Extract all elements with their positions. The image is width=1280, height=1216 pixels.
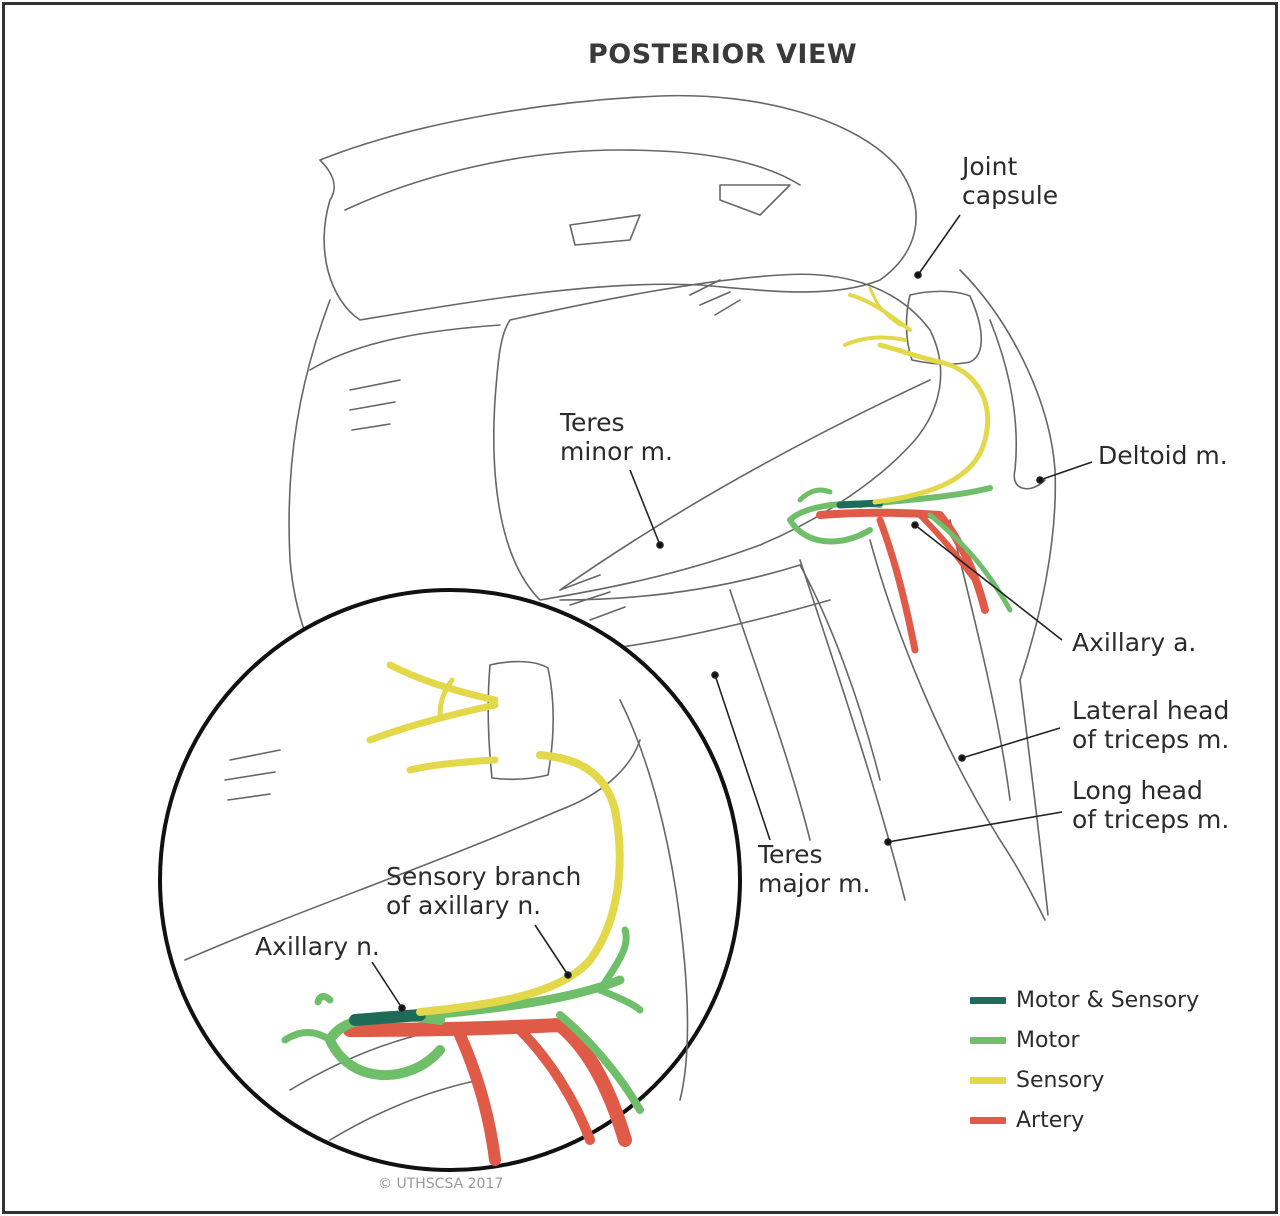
scapular-spine xyxy=(319,94,917,321)
inset-motor-2 xyxy=(556,1011,644,1114)
legend-label: Artery xyxy=(1016,1108,1085,1133)
motor-main-3 xyxy=(927,512,1013,613)
acromion-inner xyxy=(344,149,801,211)
acromion-notch-2 xyxy=(569,214,641,246)
legend-item-motor-sensory: Motor & Sensory xyxy=(970,988,1199,1013)
inset-motor-sensory xyxy=(349,1009,426,1026)
artery-main-2 xyxy=(876,516,919,654)
label-deltoid: Deltoid m. xyxy=(1098,441,1228,470)
label-sensory-branch: Sensory branch of axillary n. xyxy=(386,862,582,920)
teres-major-muscle xyxy=(559,564,881,781)
teres-minor-muscle xyxy=(493,273,942,601)
inset-motor-5 xyxy=(281,993,334,1044)
inset-sensory-branch-3 xyxy=(406,756,499,774)
label-joint-capsule: Joint capsule xyxy=(962,152,1059,210)
sensory-main xyxy=(872,342,991,505)
motor-main-4 xyxy=(797,487,833,503)
hatch-1 xyxy=(689,279,741,316)
inset-sensory xyxy=(416,751,624,1016)
inset-sensory-twig xyxy=(437,677,455,718)
inset-motor-4 xyxy=(596,986,644,1014)
inset-capsule xyxy=(487,660,555,781)
legend-item-motor: Motor xyxy=(970,1028,1080,1053)
artery-main-3 xyxy=(917,512,978,583)
shoulder-outline xyxy=(288,94,1057,921)
label-lateral-head-triceps: Lateral head of triceps m. xyxy=(1072,696,1230,754)
label-axillary-nerve: Axillary n. xyxy=(255,932,380,961)
acromion-notch xyxy=(719,184,791,216)
legend-swatch-artery xyxy=(970,1117,1006,1124)
legend-label: Sensory xyxy=(1016,1068,1105,1093)
teres-major-lower xyxy=(599,599,831,651)
inset-sensory-branch-2 xyxy=(366,701,499,744)
infraspinatus-edge xyxy=(309,324,501,371)
deltoid-inner xyxy=(989,319,1046,490)
teres-major-fiber xyxy=(729,589,811,841)
sensory-main-branch-3 xyxy=(868,286,902,327)
joint-capsule-shape xyxy=(905,290,982,365)
label-long-head-triceps: Long head of triceps m. xyxy=(1072,776,1230,834)
legend-label: Motor & Sensory xyxy=(1016,988,1200,1013)
label-axillary-artery: Axillary a. xyxy=(1072,628,1197,657)
deltoid-muscle xyxy=(959,269,1057,681)
teres-minor-fiber xyxy=(559,379,931,591)
legend-swatch-sensory xyxy=(970,1077,1006,1084)
label-teres-minor: Teres minor m. xyxy=(560,408,673,466)
hatch-3 xyxy=(559,574,626,621)
triceps-lateral xyxy=(869,539,1046,921)
copyright-notice: © UTHSCSA 2017 xyxy=(378,1176,504,1192)
sensory-main-branch-2 xyxy=(843,335,907,347)
inset-deltoid-edge xyxy=(619,699,689,1101)
humerus-line-1 xyxy=(1019,679,1049,916)
inset-circle xyxy=(158,588,742,1172)
label-teres-major: Teres major m. xyxy=(758,840,871,898)
legend-swatch-motor xyxy=(970,1037,1006,1044)
legend-item-artery: Artery xyxy=(970,1108,1084,1133)
legend-item-sensory: Sensory xyxy=(970,1068,1104,1093)
leader-lines xyxy=(371,214,1093,1012)
inset-artery-2 xyxy=(454,1029,501,1166)
inset-artery-1 xyxy=(343,1018,632,1147)
magnified-inset xyxy=(158,588,742,1172)
hatch-2 xyxy=(349,379,401,431)
inset-artery-3 xyxy=(515,1025,595,1145)
inset-fibers xyxy=(224,749,281,801)
legend-swatch-motor-sensory xyxy=(970,997,1006,1004)
triceps-long xyxy=(799,559,906,901)
inset-sensory-branch-1 xyxy=(386,661,499,704)
inset-motor-3 xyxy=(596,926,630,994)
main-vessels xyxy=(787,286,1013,654)
diagram-title: POSTERIOR VIEW xyxy=(588,39,858,70)
legend-label: Motor xyxy=(1016,1028,1080,1053)
inset-muscle-edge xyxy=(184,739,641,961)
